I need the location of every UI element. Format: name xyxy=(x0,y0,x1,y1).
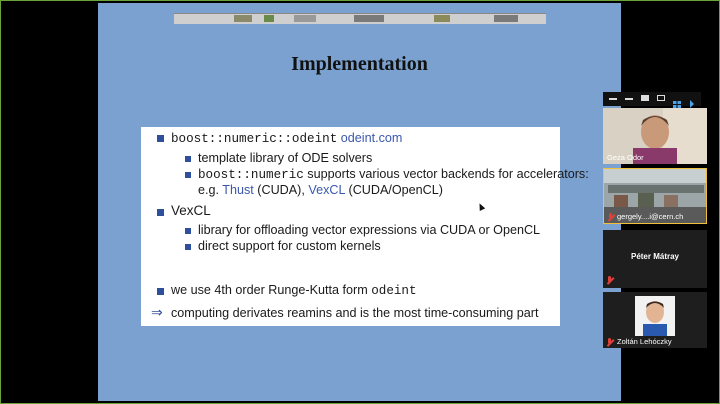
slide-content-box: boost::numeric::odeint odeint.com templa… xyxy=(141,127,589,326)
boost-numeric-code: boost::numeric xyxy=(198,168,304,182)
participant-tile-active[interactable]: gergely....i@cern.ch xyxy=(603,168,707,224)
cuda-text: (CUDA), xyxy=(253,183,309,197)
bullet-square xyxy=(157,209,164,216)
grid-view-icon[interactable] xyxy=(673,95,681,108)
minimize-icon[interactable] xyxy=(609,95,617,100)
slide-navigation-strip xyxy=(174,13,546,24)
item-vexcl: VexCL xyxy=(171,203,211,218)
item-template-library: template library of ODE solvers xyxy=(198,151,373,165)
item-custom-kernels: direct support for custom kernels xyxy=(198,239,381,253)
window-icon[interactable] xyxy=(657,95,665,101)
mic-muted-icon xyxy=(607,213,615,221)
item-odeint: boost::numeric::odeint odeint.com xyxy=(171,131,402,146)
odeint-link[interactable]: odeint.com xyxy=(340,131,403,145)
odeint-code: odeint xyxy=(371,284,417,298)
item-runge-kutta: we use 4th order Runge-Kutta form odeint xyxy=(171,283,417,298)
slide-title: Implementation xyxy=(291,53,428,75)
eg-text: e.g. xyxy=(198,183,223,197)
bullet-square xyxy=(157,288,164,295)
participant-tile[interactable]: Geza Odor xyxy=(603,108,707,164)
item-backend-examples: e.g. Thust (CUDA), VexCL (CUDA/OpenCL) xyxy=(198,183,443,197)
participant-name: Péter Mátray xyxy=(630,252,680,261)
nav-mark xyxy=(294,15,316,22)
nav-mark xyxy=(354,15,384,22)
avatar xyxy=(635,296,675,336)
fullscreen-icon[interactable] xyxy=(641,95,649,101)
implies-arrow: ⇒ xyxy=(151,304,163,320)
backends-text: supports various vector backends for acc… xyxy=(303,167,589,181)
item-offloading: library for offloading vector expression… xyxy=(198,223,541,237)
odeint-namespace: boost::numeric::odeint xyxy=(171,132,338,146)
mic-muted-icon xyxy=(606,276,614,284)
item-conclusion: computing derivates reamins and is the m… xyxy=(171,306,539,320)
participant-tile[interactable]: Zoltán Lehóczky xyxy=(603,292,707,348)
participant-video-icon xyxy=(604,169,706,223)
bullet-square xyxy=(185,228,191,234)
presentation-slide: Implementation boost::numeric::odeint od… xyxy=(98,3,621,401)
participant-tile[interactable]: Péter Mátray xyxy=(603,230,707,288)
minimize-icon[interactable] xyxy=(625,95,633,100)
mic-muted-icon xyxy=(606,338,614,346)
rk-text: we use 4th order Runge-Kutta form xyxy=(171,283,372,297)
participant-toolbar xyxy=(603,92,701,108)
participant-video-icon xyxy=(603,108,707,164)
participant-name: Zoltán Lehóczky xyxy=(617,337,672,346)
bullet-square xyxy=(185,156,191,162)
nav-mark xyxy=(434,15,450,22)
nav-mark xyxy=(494,15,518,22)
thust-link[interactable]: Thust xyxy=(222,183,254,197)
vexcl-link[interactable]: VexCL xyxy=(308,183,345,197)
bullet-square xyxy=(185,172,191,178)
nav-mark xyxy=(234,15,252,22)
chevron-right-icon[interactable] xyxy=(689,95,697,108)
bullet-square xyxy=(157,135,164,142)
participant-name: gergely....i@cern.ch xyxy=(617,212,684,221)
bullet-square xyxy=(185,244,191,250)
opencl-text: (CUDA/OpenCL) xyxy=(345,183,443,197)
nav-mark xyxy=(264,15,274,22)
participant-name: Geza Odor xyxy=(607,153,644,162)
item-vector-backends: boost::numeric supports various vector b… xyxy=(198,167,589,182)
